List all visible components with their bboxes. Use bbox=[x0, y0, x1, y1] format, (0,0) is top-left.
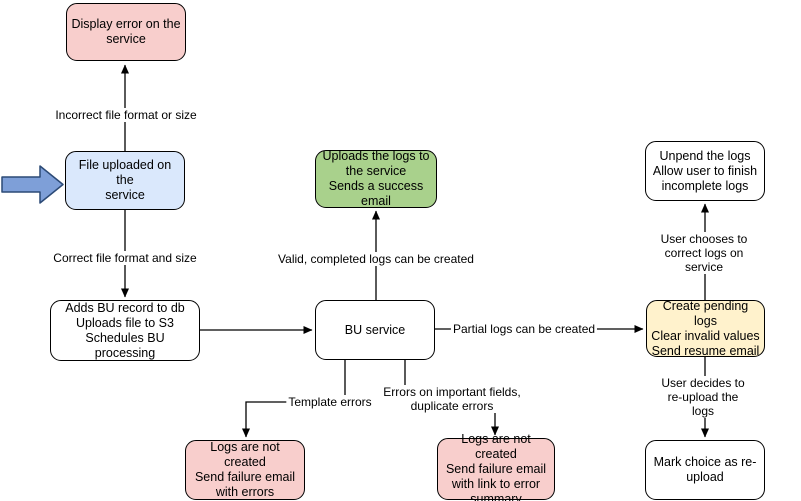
node-uploads-logs-success: Uploads the logs to the service Sends a … bbox=[315, 149, 437, 208]
node-create-pending-logs: Create pending logs Clear invalid values… bbox=[646, 299, 765, 358]
node-bu-service: BU service bbox=[315, 300, 435, 360]
node-file-uploaded: File uploaded on the service bbox=[65, 151, 185, 210]
edge-label-template-errors: Template errors bbox=[286, 395, 374, 409]
edge-label-choose-correct: User chooses to correct logs on service bbox=[655, 232, 753, 274]
edge-label-field-errors: Errors on important fields, duplicate er… bbox=[381, 385, 523, 413]
edge-label-valid-logs: Valid, completed logs can be created bbox=[276, 252, 476, 266]
edge-label-correct-format: Correct file format and size bbox=[51, 251, 199, 265]
node-mark-reupload: Mark choice as re- upload bbox=[645, 440, 765, 500]
node-logs-not-created-summary: Logs are not created Send failure email … bbox=[437, 432, 555, 501]
node-logs-not-created-errors: Logs are not created Send failure email … bbox=[185, 440, 305, 500]
edge-label-partial-logs: Partial logs can be created bbox=[450, 322, 598, 336]
node-adds-bu-record: Adds BU record to db Uploads file to S3 … bbox=[50, 300, 200, 361]
entry-arrow-icon bbox=[1, 165, 64, 204]
node-unpend-logs: Unpend the logs Allow user to finish inc… bbox=[645, 141, 765, 201]
node-display-error: Display error on the service bbox=[66, 3, 186, 61]
edge-label-incorrect-format: Incorrect file format or size bbox=[53, 108, 199, 122]
edge-label-decide-reupload: User decides to re-upload the logs bbox=[654, 376, 752, 418]
